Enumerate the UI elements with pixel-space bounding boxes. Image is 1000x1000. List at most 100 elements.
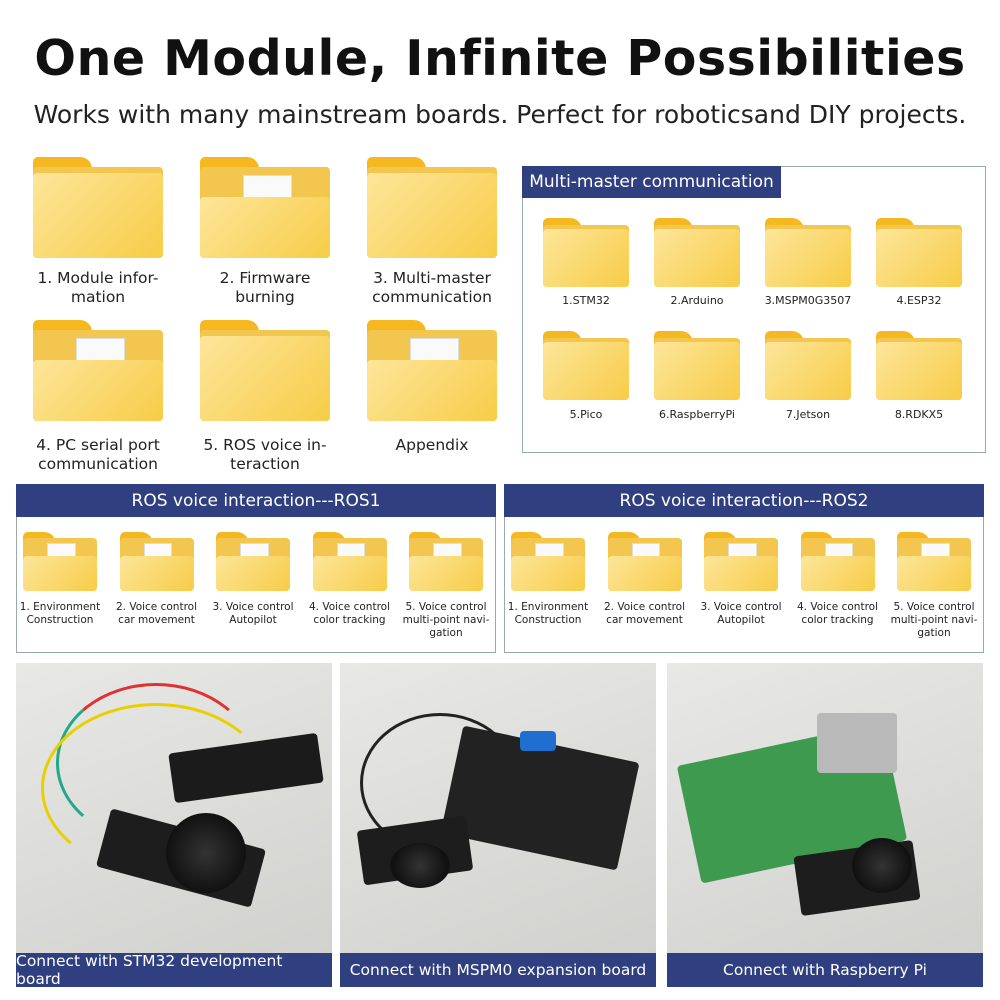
label-line: communication (38, 455, 158, 474)
caption-raspberry-pi: Connect with Raspberry Pi (667, 953, 983, 987)
label-line: Autopilot (229, 614, 277, 627)
speaker-image (390, 843, 450, 888)
folder-label: 7.Jetson (753, 408, 863, 422)
photo-mspm0: Connect with MSPM0 expansion board (340, 663, 656, 987)
label-line: color tracking (313, 614, 386, 627)
label-line: 4. PC serial port (36, 436, 160, 454)
folder-icon[interactable] (543, 218, 629, 287)
folder-icon[interactable] (367, 157, 497, 258)
label-line: 5.Pico (569, 408, 603, 421)
folder-icon[interactable] (511, 532, 585, 591)
folder-icon[interactable] (200, 157, 330, 258)
label-line: 5. ROS voice in- (203, 436, 327, 454)
folder-icon[interactable] (409, 532, 483, 591)
label-line: gation (917, 627, 951, 640)
folder-label: 1. Module infor-mation (13, 269, 183, 308)
label-line: 6.RaspberryPi (659, 408, 735, 421)
folder-icon[interactable] (200, 320, 330, 421)
ros1-header: ROS voice interaction---ROS1 (16, 484, 496, 517)
label-line: Construction (514, 614, 582, 627)
folder-icon[interactable] (876, 331, 962, 400)
label-line: 5. Voice control (405, 601, 487, 613)
folder-label: 5. ROS voice in-teraction (180, 436, 350, 475)
page-title: One Module, Infinite Possibilities (34, 30, 966, 87)
folder-icon[interactable] (312, 532, 387, 591)
label-line: Appendix (395, 436, 469, 454)
label-line: 2. Voice control (603, 601, 686, 613)
label-line: Autopilot (717, 614, 765, 627)
caption-stm32: Connect with STM32 development board (16, 952, 332, 987)
multi-master-panel: Multi-master communication (522, 166, 986, 453)
folder-label: 5.Pico (531, 408, 641, 422)
label-line: car movement (606, 614, 683, 627)
folder-icon[interactable] (119, 532, 194, 591)
label-line: multi-point navi- (890, 614, 978, 627)
folder-label: 4.ESP32 (864, 294, 974, 308)
folder-icon[interactable] (23, 532, 97, 591)
label-line: 2. Firmware (219, 269, 311, 287)
terminal-image (520, 731, 556, 751)
label-line: 3. Voice control (212, 601, 294, 613)
label-line: 3. Voice control (700, 601, 782, 613)
label-line: mation (70, 288, 126, 307)
folder-label: Appendix (347, 436, 517, 455)
label-line: burning (235, 288, 295, 307)
speaker-image (852, 838, 912, 893)
folder-label: 1.STM32 (531, 294, 641, 308)
folder-icon[interactable] (367, 320, 497, 421)
photo-raspberry-pi: Connect with Raspberry Pi (667, 663, 983, 987)
folder-icon[interactable] (33, 320, 163, 421)
folder-icon[interactable] (543, 331, 629, 400)
folder-icon[interactable] (704, 532, 778, 591)
label-line: communication (372, 288, 492, 307)
folder-label: 2.Arduino (642, 294, 752, 308)
folder-icon[interactable] (800, 532, 875, 591)
folder-label: 3.MSPM0G3507 (753, 294, 863, 308)
label-line: multi-point navi- (402, 614, 490, 627)
label-line: 7.Jetson (785, 408, 831, 421)
folder-icon[interactable] (765, 218, 851, 287)
folder-icon[interactable] (654, 218, 740, 287)
folder-icon[interactable] (607, 532, 682, 591)
label-line: 5. Voice control (893, 601, 975, 613)
label-line: 2. Voice control (115, 601, 198, 613)
wire-image (360, 713, 520, 853)
label-line: 1. Environment (19, 601, 101, 613)
page-subtitle: Works with many mainstream boards. Perfe… (33, 100, 967, 129)
label-line: color tracking (801, 614, 874, 627)
photo-stm32: Connect with STM32 development board (16, 663, 332, 987)
label-line: 1. Environment (507, 601, 589, 613)
speaker-image (166, 813, 246, 893)
label-line: 3.MSPM0G3507 (764, 294, 852, 307)
label-line: 3. Multi-master (373, 269, 491, 287)
folder-icon[interactable] (654, 331, 740, 400)
folder-label: 8.RDKX5 (864, 408, 974, 422)
label-line: 4.ESP32 (896, 294, 942, 307)
wire-image (41, 703, 271, 873)
caption-mspm0: Connect with MSPM0 expansion board (340, 953, 656, 987)
folder-label: 6.RaspberryPi (642, 408, 752, 422)
label-line: 4. Voice control (308, 601, 391, 613)
label-line: car movement (118, 614, 195, 627)
label-line: Construction (26, 614, 94, 627)
folder-icon[interactable] (765, 331, 851, 400)
label-line: gation (429, 627, 463, 640)
label-line: 1.STM32 (562, 294, 610, 307)
folder-icon[interactable] (897, 532, 971, 591)
label-line: 4. Voice control (796, 601, 879, 613)
label-line: teraction (230, 455, 300, 474)
folder-icon[interactable] (33, 157, 163, 258)
folder-icon[interactable] (216, 532, 290, 591)
folder-icon[interactable] (876, 218, 962, 287)
